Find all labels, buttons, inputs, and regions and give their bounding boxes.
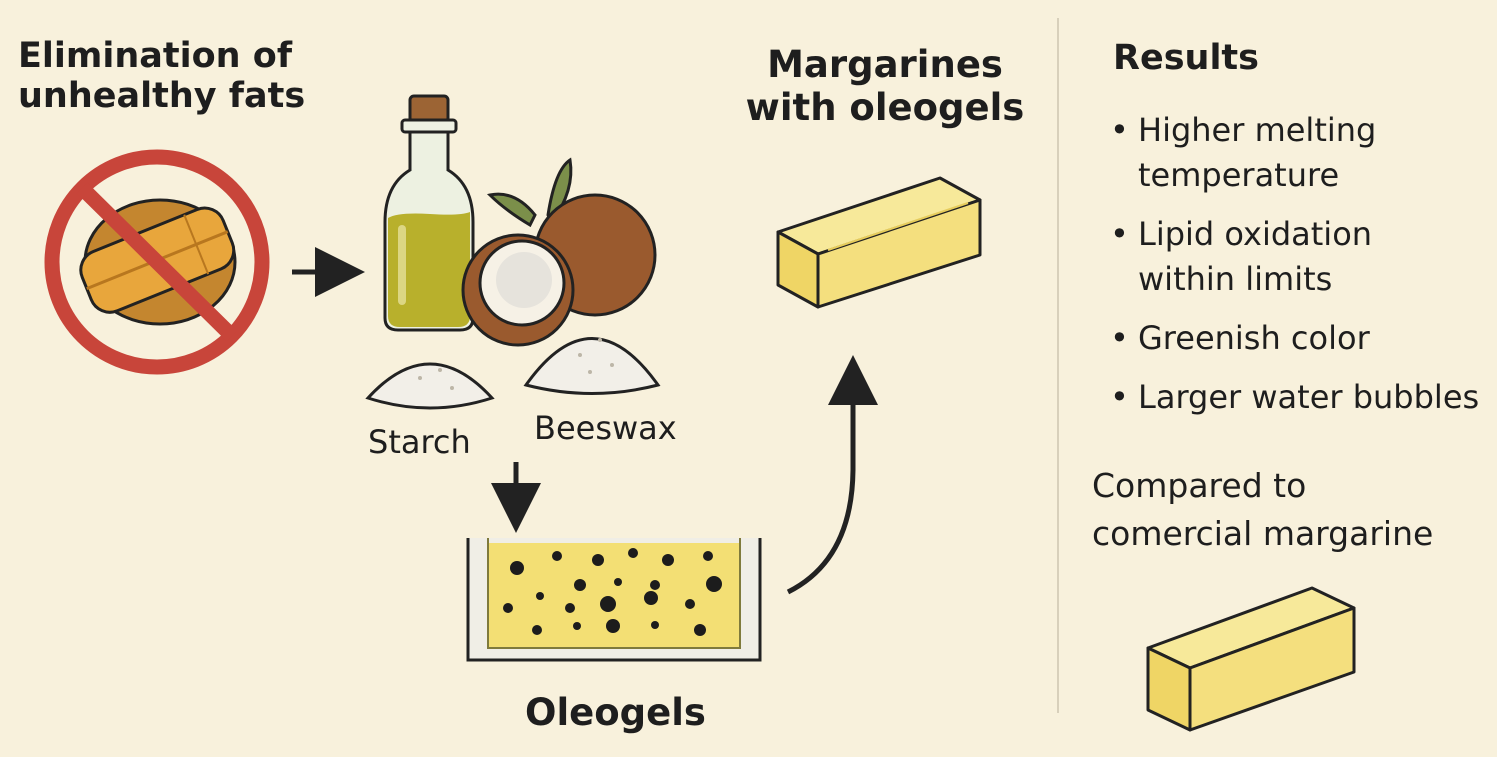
result-line: within limits	[1138, 260, 1333, 298]
result-line: Greenish color	[1138, 319, 1370, 357]
oleogels-label: Oleogels	[525, 691, 706, 734]
result-item: • Larger water bubbles	[1110, 375, 1495, 420]
oleogel-container-icon	[466, 538, 762, 662]
bullet: •	[1110, 319, 1129, 357]
elimination-title-line-2: unhealthy fats	[18, 76, 306, 117]
bullet: •	[1110, 111, 1129, 149]
results-list: • Higher melting temperature • Lipid oxi…	[1110, 108, 1495, 434]
margarines-title-line-1: Margarines	[767, 43, 1003, 86]
elimination-title: Elimination of unhealthy fats	[18, 36, 305, 117]
comparison-line-1: Compared to	[1092, 466, 1307, 505]
result-item: • Lipid oxidation within limits	[1110, 212, 1495, 302]
result-line: temperature	[1138, 156, 1340, 194]
beeswax-label: Beeswax	[534, 409, 677, 447]
bullet: •	[1110, 215, 1129, 253]
coconut-icon	[461, 157, 657, 347]
beeswax-pile-icon	[523, 337, 661, 395]
elimination-title-line-1: Elimination of	[18, 36, 293, 76]
starch-label: Starch	[368, 423, 471, 461]
result-line: Lipid oxidation	[1138, 215, 1373, 253]
margarine-commercial-icon	[1146, 586, 1356, 732]
bullet: •	[1110, 378, 1129, 416]
margarine-oleogel-icon	[776, 176, 982, 309]
result-line: Higher melting	[1138, 111, 1377, 149]
margarines-title: Margarines with oleogels	[735, 43, 1035, 129]
result-item: • Higher melting temperature	[1110, 108, 1495, 198]
margarines-title-line-2: with oleogels	[745, 85, 1025, 129]
no-unhealthy-fats-icon	[44, 149, 270, 375]
arrow-curved-up	[786, 355, 878, 595]
section-divider	[1057, 18, 1059, 713]
result-line: Larger water bubbles	[1138, 378, 1480, 416]
starch-pile-icon	[365, 362, 495, 410]
results-title: Results	[1113, 38, 1259, 78]
oil-bottle-icon	[383, 94, 475, 332]
comparison-note: Compared to comercial margarine	[1092, 462, 1492, 558]
comparison-line-2: comercial margarine	[1092, 514, 1434, 553]
result-item: • Greenish color	[1110, 316, 1495, 361]
